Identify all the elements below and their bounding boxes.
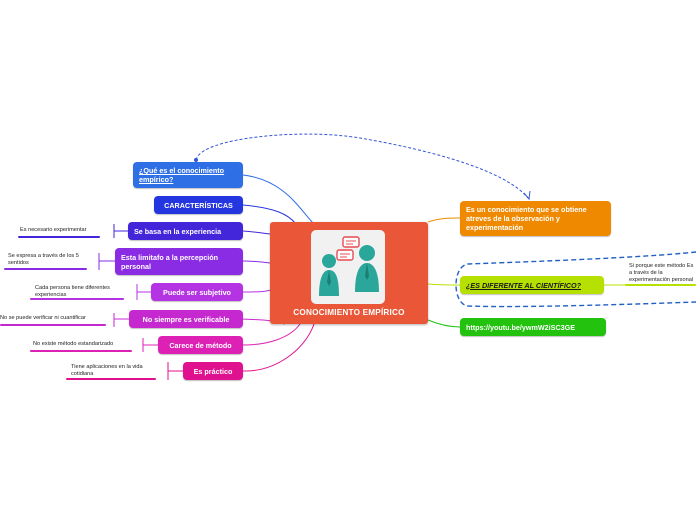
leaf-cuantificar[interactable]: No se puede verificar ni cuantificar (0, 315, 86, 321)
node-practico[interactable]: Es práctico (183, 362, 243, 380)
leaf-experiencias-underline (30, 298, 124, 300)
connector-percepcion (242, 260, 271, 264)
node-subjetivo-label: Puede ser subjetivo (163, 287, 231, 297)
bracket-metodo (142, 338, 158, 352)
leaf-sentidos[interactable]: Se expresa a través de los 5 sentidos (8, 253, 79, 266)
node-carece-metodo[interactable]: Carece de método (158, 336, 243, 354)
node-definicion[interactable]: Es un conocimiento que se obtiene atreve… (460, 201, 611, 236)
node-carece-metodo-label: Carece de método (169, 340, 232, 350)
leaf-sentidos-underline (4, 268, 87, 270)
connector-definicion (427, 217, 461, 223)
leaf-estandarizado-underline (30, 350, 132, 352)
node-verificable[interactable]: No siempre es verificable (129, 310, 243, 328)
connector-diferente (427, 283, 461, 286)
node-es-diferente-label[interactable]: ¿ES DIFERENTE AL CIENTÍFICO? (466, 280, 582, 290)
leaf-experimentar[interactable]: Es necesario experimentar (20, 227, 87, 233)
connector-practico (242, 323, 315, 372)
connector-link (427, 319, 461, 328)
node-definicion-label: Es un conocimiento que se obtiene atreve… (466, 205, 587, 232)
node-video-link[interactable]: https://youtu.be/ywmW2iSC3GE (460, 318, 606, 336)
node-se-basa-experiencia[interactable]: Se basa en la experiencia (128, 222, 243, 240)
connector-caracteristicas (242, 204, 297, 225)
leaf-vida-cotidiana-underline (66, 378, 156, 380)
node-que-es-label[interactable]: ¿Qué es el conocimiento empírico? (139, 166, 225, 184)
connector-subjetivo (242, 289, 272, 293)
node-caracteristicas-label: CARACTERÍSTICAS (164, 200, 233, 210)
boundary-dashed (455, 251, 696, 308)
bracket-practico (167, 362, 183, 380)
node-percepcion-personal-label: Esta limitafo a la percepción personal (121, 252, 219, 271)
connector-experiencia (242, 230, 271, 235)
node-que-es[interactable]: ¿Qué es el conocimiento empírico? (133, 162, 243, 188)
connector-que-es (242, 174, 315, 225)
bracket-experiencia (113, 224, 128, 238)
node-percepcion-personal[interactable]: Esta limitafo a la percepción personal (115, 248, 243, 275)
bracket-subjetivo (136, 284, 151, 300)
bracket-verificable (113, 313, 129, 327)
relationship-arrowhead (523, 190, 531, 201)
leaf-experiencias[interactable]: Cada persona tiene diferentes experienci… (35, 285, 110, 298)
leaf-experimentar-underline (18, 236, 100, 238)
node-se-basa-experiencia-label: Se basa en la experiencia (134, 226, 222, 236)
relationship-arrow (195, 133, 529, 199)
two-people-talking-icon (311, 230, 385, 304)
leaf-cuantificar-underline (0, 324, 106, 326)
leaf-experimentacion-personal[interactable]: Si porque este método Es a través de la … (629, 263, 694, 283)
leaf-vida-cotidiana[interactable]: Tiene aplicaciones en la vida cotidiana (71, 364, 143, 377)
central-title: CONOCIMIENTO EMPÍRICO (293, 308, 405, 317)
node-subjetivo[interactable]: Puede ser subjetivo (151, 283, 243, 301)
relationship-start-dot (194, 158, 198, 162)
node-es-diferente[interactable]: ¿ES DIFERENTE AL CIENTÍFICO? (460, 276, 604, 294)
node-practico-label: Es práctico (193, 366, 233, 376)
node-caracteristicas[interactable]: CARACTERÍSTICAS (154, 196, 243, 214)
node-verificable-label: No siempre es verificable (142, 314, 230, 324)
node-video-link-label[interactable]: https://youtu.be/ywmW2iSC3GE (466, 322, 576, 332)
connector-metodo (242, 323, 301, 346)
leaf-experimentacion-personal-underline (625, 284, 696, 286)
central-topic[interactable]: CONOCIMIENTO EMPÍRICO (270, 222, 428, 324)
bracket-percepcion (98, 253, 115, 270)
leaf-estandarizado[interactable]: No existe método estandarizado (33, 341, 114, 347)
